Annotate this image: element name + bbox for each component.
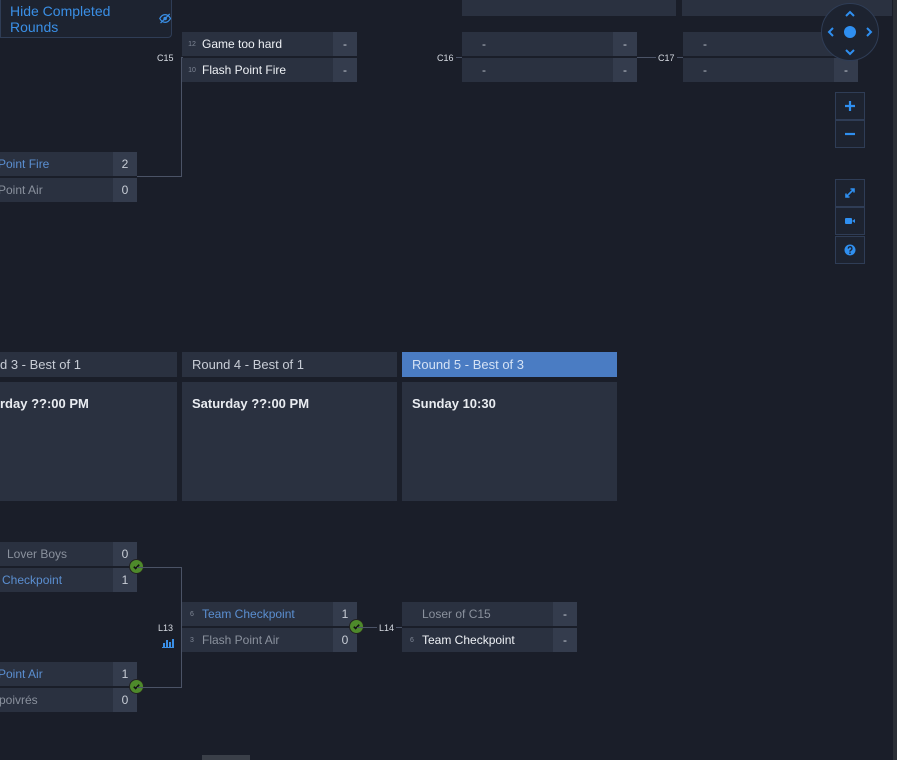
stats-chart-icon[interactable] <box>162 638 174 648</box>
team-score: - <box>553 628 577 652</box>
hide-completed-rounds-button[interactable]: Hide Completed Rounds <box>0 0 172 38</box>
team-score: - <box>613 58 637 82</box>
match-slot[interactable]: 3 Flash Point Air 0 <box>182 628 357 652</box>
team-name: Flash Point Fire <box>202 63 287 77</box>
round-header-strip <box>462 0 676 16</box>
round-time: Sunday 10:30 <box>412 396 496 411</box>
team-seed: 12 <box>188 40 196 48</box>
round-3-header[interactable]: d 3 - Best of 1 <box>0 352 177 377</box>
bracket-connector <box>137 567 182 568</box>
match-slot[interactable]: Loser of C15 - <box>402 602 577 626</box>
bracket-connector <box>181 57 182 177</box>
team-seed: 3 <box>190 636 194 644</box>
team-name: sh Point Air <box>0 667 43 681</box>
team-seed: 6 <box>190 610 194 618</box>
match-id-label: C16 <box>437 53 454 63</box>
match-upper-previous[interactable]: sh Point Fire 2 sh Point Air 0 <box>0 152 137 202</box>
team-name: Loser of C15 <box>422 607 491 621</box>
pan-right-icon[interactable] <box>863 26 875 38</box>
zoom-in-button[interactable] <box>835 92 865 120</box>
horizontal-scrollbar-thumb[interactable] <box>202 755 250 760</box>
match-id-label: L14 <box>377 623 397 633</box>
completed-check-icon <box>129 559 144 574</box>
team-seed: 10 <box>188 66 196 74</box>
team-seed: 6 <box>410 636 414 644</box>
team-name: am Checkpoint <box>0 573 63 587</box>
team-score: - <box>333 32 357 56</box>
team-name: sh Point Fire <box>0 157 50 171</box>
round-3-schedule: rday ??:00 PM <box>0 382 177 501</box>
team-score: - <box>553 602 577 626</box>
team-name: - <box>482 63 486 77</box>
round-5-schedule: Sunday 10:30 <box>402 382 617 501</box>
eye-slash-icon <box>158 13 171 24</box>
match-c16[interactable]: - - - - <box>462 32 637 82</box>
scrollbar-track[interactable] <box>893 0 897 760</box>
match-id-label: C17 <box>656 53 677 63</box>
round-5-header[interactable]: Round 5 - Best of 3 <box>402 352 617 377</box>
match-slot[interactable]: Lover Boys 0 <box>0 542 137 566</box>
pan-down-icon[interactable] <box>844 46 856 58</box>
match-slot[interactable]: 6 Team Checkpoint 1 <box>182 602 357 626</box>
completed-check-icon <box>129 679 144 694</box>
team-name: Team Checkpoint <box>422 633 515 647</box>
question-circle-icon <box>844 244 856 256</box>
match-slot[interactable]: am Checkpoint 1 <box>0 568 137 592</box>
bracket-connector <box>456 57 462 58</box>
match-l13[interactable]: 6 Team Checkpoint 1 3 Flash Point Air 0 <box>182 602 357 652</box>
team-score: 2 <box>113 152 137 176</box>
stream-button[interactable] <box>835 207 865 235</box>
team-name: poivrés <box>0 693 38 707</box>
team-score: - <box>613 32 637 56</box>
team-score: 0 <box>113 178 137 202</box>
team-name: - <box>482 37 486 51</box>
round-time: rday ??:00 PM <box>0 396 89 411</box>
match-slot[interactable]: 10 Flash Point Fire - <box>182 58 357 82</box>
expand-icon <box>845 188 855 198</box>
match-lower-bottom[interactable]: sh Point Air 1 poivrés 0 <box>0 662 137 712</box>
match-lower-top[interactable]: Lover Boys 0 am Checkpoint 1 <box>0 542 137 592</box>
match-slot[interactable]: - - <box>683 58 858 82</box>
team-name: - <box>703 63 707 77</box>
team-score: - <box>834 58 858 82</box>
match-slot[interactable]: - - <box>462 32 637 56</box>
round-4-header[interactable]: Round 4 - Best of 1 <box>182 352 397 377</box>
bracket-connector <box>181 57 183 58</box>
match-slot[interactable]: sh Point Fire 2 <box>0 152 137 176</box>
hide-completed-label: Hide Completed Rounds <box>10 2 111 35</box>
pan-navigation-pad[interactable] <box>821 3 879 61</box>
team-name: - <box>703 37 707 51</box>
bracket-connector <box>181 567 182 688</box>
center-view-icon[interactable] <box>844 26 856 38</box>
fullscreen-button[interactable] <box>835 179 865 207</box>
match-slot[interactable]: sh Point Air 1 <box>0 662 137 686</box>
video-camera-icon <box>845 218 855 224</box>
pan-up-icon[interactable] <box>844 8 856 20</box>
zoom-out-button[interactable] <box>835 120 865 148</box>
completed-check-icon <box>349 619 364 634</box>
team-score: - <box>333 58 357 82</box>
match-slot[interactable]: sh Point Air 0 <box>0 178 137 202</box>
plus-icon <box>845 101 855 111</box>
match-id-label: L13 <box>158 623 174 633</box>
match-l14[interactable]: Loser of C15 - 6 Team Checkpoint - <box>402 602 577 652</box>
minus-icon <box>845 132 855 136</box>
match-slot[interactable]: poivrés 0 <box>0 688 137 712</box>
team-name: Lover Boys <box>7 547 68 561</box>
bracket-connector <box>137 176 182 177</box>
pan-left-icon[interactable] <box>825 26 837 38</box>
match-slot[interactable]: - - <box>462 58 637 82</box>
team-name: Team Checkpoint <box>202 607 295 621</box>
match-slot[interactable]: 12 Game too hard - <box>182 32 357 56</box>
team-name: Flash Point Air <box>202 633 280 647</box>
round-time: Saturday ??:00 PM <box>192 396 310 411</box>
match-c15[interactable]: 12 Game too hard - 10 Flash Point Fire - <box>182 32 357 82</box>
match-slot[interactable]: 6 Team Checkpoint - <box>402 628 577 652</box>
match-id-label: C15 <box>157 53 174 63</box>
team-name: sh Point Air <box>0 183 43 197</box>
round-4-schedule: Saturday ??:00 PM <box>182 382 397 501</box>
help-button[interactable] <box>835 236 865 264</box>
team-name: Game too hard <box>202 37 283 51</box>
bracket-connector <box>137 687 182 688</box>
